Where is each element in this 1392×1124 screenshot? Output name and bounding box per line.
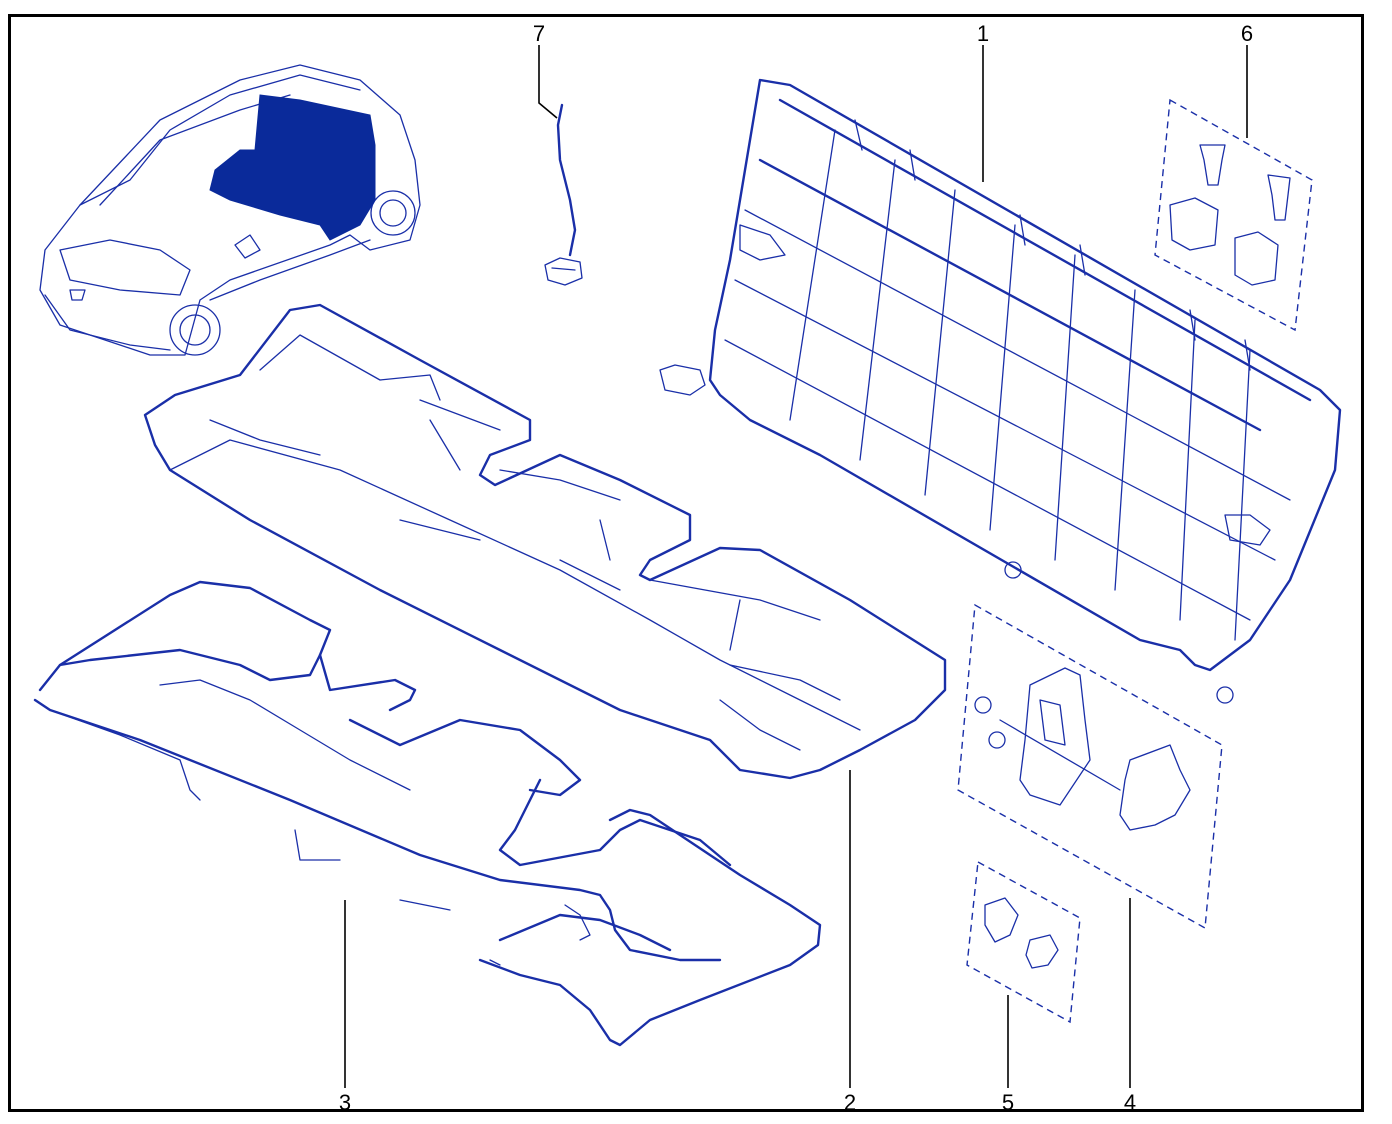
callout-1: 1 bbox=[977, 21, 989, 46]
callout-labels: 7 1 6 3 2 5 4 bbox=[339, 21, 1253, 1115]
part-5-clips bbox=[966, 860, 1081, 1024]
highlighted-seat-area bbox=[209, 94, 376, 241]
callout-7: 7 bbox=[533, 21, 545, 46]
part-6-fasteners bbox=[1154, 98, 1313, 332]
callout-leaders bbox=[344, 45, 1248, 1088]
callout-3: 3 bbox=[339, 1090, 351, 1115]
part-2-seat-cushion bbox=[143, 303, 947, 780]
callout-4: 4 bbox=[1124, 1090, 1136, 1115]
part-1-seatback-frame bbox=[659, 78, 1342, 704]
callout-5: 5 bbox=[1002, 1090, 1014, 1115]
part-7-cable bbox=[544, 103, 583, 286]
part-4-hinge-brackets bbox=[957, 603, 1223, 930]
callout-2: 2 bbox=[844, 1090, 856, 1115]
callout-6: 6 bbox=[1241, 21, 1253, 46]
part-3-cushion-wire-frame bbox=[33, 580, 822, 1047]
car-locator-view bbox=[39, 64, 421, 356]
